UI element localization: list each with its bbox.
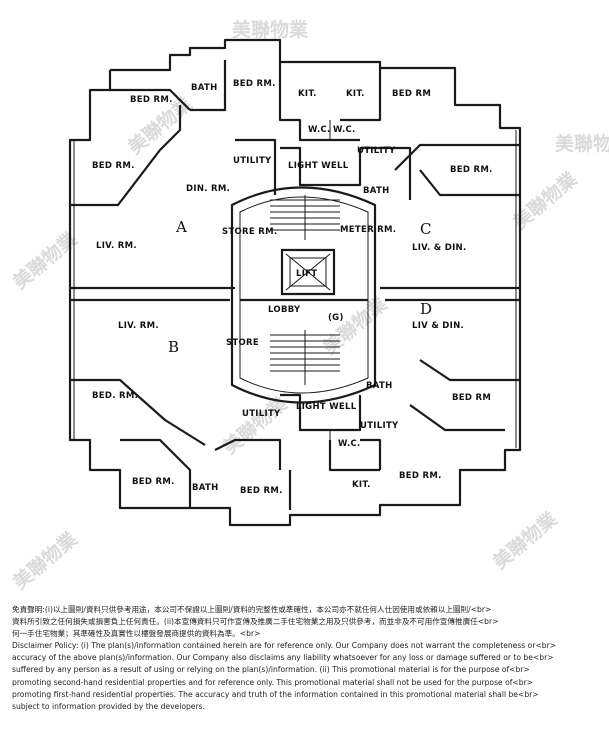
room-meter-rm: METER RM.	[340, 225, 396, 235]
room-kit: KIT.	[346, 89, 365, 99]
room-utility: UTILITY	[233, 156, 272, 166]
room-bed-rm: BED RM.	[92, 161, 135, 171]
room-bed-rm: BED RM	[452, 393, 491, 403]
room-liv-din: LIV & DIN.	[412, 321, 464, 331]
room-bed-rm: BED RM.	[450, 165, 493, 175]
room-lobby-g: (G)	[328, 313, 344, 323]
svg-text:美聯物業: 美聯物業	[318, 292, 392, 359]
svg-text:美聯物業: 美聯物業	[8, 227, 82, 294]
room-liv-rm: LIV. RM.	[96, 241, 137, 251]
room-bath: BATH	[192, 483, 219, 493]
room-wc: W.C.	[308, 125, 331, 135]
unit-a: A	[175, 218, 187, 236]
room-kit: KIT.	[298, 89, 317, 99]
disclaimer-en-line: accuracy of the above plan(s)/informatio…	[12, 653, 554, 663]
disclaimer-en-line: promoting first-hand residential propert…	[12, 689, 539, 699]
room-bed-rm: BED RM.	[399, 471, 442, 481]
room-wc: W.C.	[333, 125, 356, 135]
room-utility: UTILITY	[357, 146, 396, 156]
room-bath: BATH	[366, 381, 393, 391]
svg-text:美聯物業: 美聯物業	[8, 527, 82, 594]
room-labels: BED RM. BATH BED RM. KIT. KIT. BED RM W.…	[92, 79, 493, 496]
room-bed-rm: BED RM.	[233, 79, 276, 89]
floor-plan: 美聯物業 美聯物業 美聯物業 美聯物業 美聯物業 美聯物業 美聯物業 美聯物業 …	[8, 18, 609, 594]
room-bed-rm: BED RM.	[240, 486, 283, 496]
svg-text:美聯物業: 美聯物業	[232, 18, 309, 41]
disclaimer-en-line: suffered by any person as a result of us…	[12, 665, 530, 675]
room-din-rm: DIN. RM.	[186, 184, 230, 194]
unit-d: D	[420, 300, 432, 318]
room-wc: W.C.	[338, 439, 361, 449]
unit-c: C	[420, 220, 431, 238]
room-utility: UTILITY	[242, 409, 281, 419]
room-bed-rm: BED. RM.	[92, 391, 138, 401]
room-utility: UTILITY	[360, 421, 399, 431]
svg-text:美聯物業: 美聯物業	[488, 507, 562, 574]
room-store: STORE	[226, 338, 259, 348]
disclaimer-zh-line: 資料所引致之任何損失或損害負上任何責任。(ii)本宣傳資料只可作宣傳及推廣二手住…	[12, 617, 499, 627]
room-bed-rm: BED RM.	[132, 477, 175, 487]
room-bed-rm: BED RM	[392, 89, 431, 99]
central-core	[230, 186, 377, 404]
disclaimer: 免責聲明:(i)以上圖則/資料只供參考用途，本公司不保證以上圖則/資料的完整性或…	[12, 604, 600, 713]
room-kit: KIT.	[352, 480, 371, 490]
room-bath: BATH	[191, 83, 218, 93]
disclaimer-en-line: promoting second-hand residential proper…	[12, 677, 534, 687]
room-lift: LIFT	[296, 269, 317, 279]
room-bed-rm: BED RM.	[130, 95, 173, 105]
room-bath: BATH	[363, 186, 390, 196]
room-lobby: LOBBY	[268, 305, 301, 315]
disclaimer-en-line: subject to information provided by the d…	[12, 701, 205, 711]
room-liv-din: LIV. & DIN.	[412, 243, 466, 253]
room-store-rm: STORE RM.	[222, 227, 277, 237]
unit-b: B	[168, 338, 179, 356]
disclaimer-en-line: Disclaimer Policy: (i) The plan(s)/infor…	[12, 641, 557, 651]
room-liv-rm: LIV. RM.	[118, 321, 159, 331]
svg-text:美聯物業: 美聯物業	[555, 132, 609, 155]
unit-labels: A B C D	[168, 218, 432, 356]
room-light-well: LIGHT WELL	[288, 161, 349, 171]
stairs-lower	[270, 330, 340, 385]
interior-walls	[70, 60, 520, 510]
room-light-well: LIGHT WELL	[296, 402, 357, 412]
stairs-upper	[270, 195, 340, 240]
disclaimer-zh-line: 何一手住宅物業；其準確性及真實性以樓盤發展商提供的資料為準。<br>	[12, 629, 261, 639]
disclaimer-zh-line: 免責聲明:(i)以上圖則/資料只供參考用途，本公司不保證以上圖則/資料的完整性或…	[12, 605, 492, 614]
